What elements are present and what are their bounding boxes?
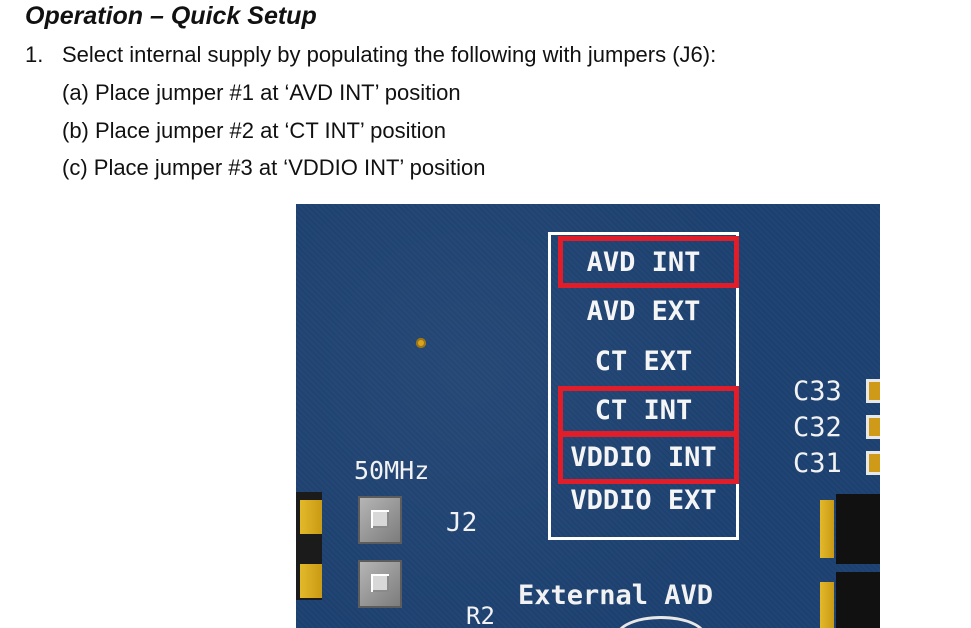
- cap-c32: [866, 415, 880, 439]
- right-component-bottom: [836, 572, 880, 628]
- component-outline-arc: [616, 616, 706, 628]
- j2-label: J2: [446, 508, 478, 538]
- highlight-ct-int: [558, 386, 739, 436]
- cap-label-c31: C31: [793, 448, 842, 479]
- jumper-label-vddio-ext: VDDIO EXT: [570, 485, 717, 516]
- cap-label-c33: C33: [793, 376, 842, 407]
- external-avd-label: External AVD: [518, 580, 714, 611]
- r2-label: R2: [466, 602, 495, 628]
- jumper-label-vddio-int: VDDIO INT: [570, 442, 717, 473]
- via-dot: [416, 338, 426, 348]
- jumper-label-ct-int: CT INT: [594, 395, 693, 426]
- right-component-top: [836, 494, 880, 564]
- substep-a: (a) Place jumper #1 at ‘AVD INT’ positio…: [62, 80, 461, 105]
- right-component-bottom-pin: [820, 582, 834, 628]
- substep-b: (b) Place jumper #2 at ‘CT INT’ position: [62, 118, 446, 143]
- j6-jumper-box: AVD INT AVD EXT CT EXT CT INT VDDIO INT …: [548, 232, 739, 540]
- step-1: 1. Select internal supply by populating t…: [25, 42, 716, 68]
- step-text: Select internal supply by populating the…: [62, 42, 717, 67]
- left-header-pin: [300, 500, 322, 534]
- jumper-label-ct-ext: CT EXT: [594, 346, 693, 377]
- cap-c33: [866, 379, 880, 403]
- jumper-label-avd-ext: AVD EXT: [586, 296, 701, 327]
- step-number: 1.: [25, 42, 44, 67]
- j2-pin-1: [358, 496, 402, 544]
- right-component-top-pin: [820, 500, 834, 558]
- cap-label-c32: C32: [793, 412, 842, 443]
- jumper-label-avd-int: AVD INT: [586, 247, 701, 278]
- oscillator-label: 50MHz: [354, 456, 430, 485]
- substep-c: (c) Place jumper #3 at ‘VDDIO INT’ posit…: [62, 155, 486, 180]
- highlight-avd-int: [558, 236, 739, 288]
- left-header-pin: [300, 564, 322, 598]
- pcb-illustration: 50MHz J2 R2 AVD INT AVD EXT CT EXT CT IN…: [296, 204, 880, 628]
- section-heading: Operation – Quick Setup: [25, 2, 317, 30]
- cap-c31: [866, 451, 880, 475]
- j2-pin-2: [358, 560, 402, 608]
- highlight-vddio-int: [558, 432, 739, 484]
